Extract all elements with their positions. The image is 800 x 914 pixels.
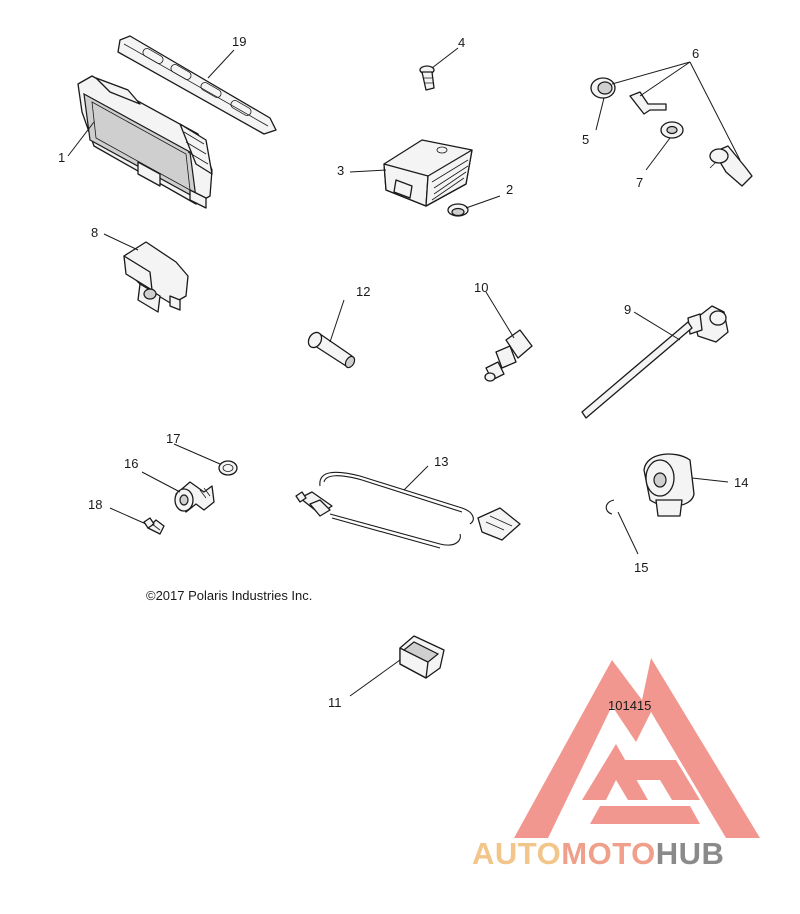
part-16-position-sensor bbox=[174, 481, 215, 513]
callout-11: 11 bbox=[328, 695, 342, 710]
part-5-cap bbox=[590, 77, 616, 99]
callout-18: 18 bbox=[88, 497, 102, 512]
callout-4: 4 bbox=[458, 35, 465, 50]
watermark-logo bbox=[514, 658, 760, 838]
part-17-o-ring bbox=[218, 460, 238, 476]
callout-6: 6 bbox=[692, 46, 699, 61]
copyright-notice: ©2017 Polaris Industries Inc. bbox=[146, 588, 312, 603]
callout-17: 17 bbox=[166, 431, 180, 446]
callout-13: 13 bbox=[434, 454, 448, 469]
part-9-probe-sensor bbox=[581, 305, 729, 419]
watermark-triangle-outer bbox=[514, 658, 760, 838]
part-15-clip bbox=[605, 499, 615, 515]
callout-8: 8 bbox=[91, 225, 98, 240]
part-3-module bbox=[383, 139, 473, 207]
part-14-knock-sensor bbox=[643, 453, 695, 517]
watermark-text-hub: HUB bbox=[656, 836, 725, 871]
part-1-ecu bbox=[77, 75, 213, 209]
callout-15: 15 bbox=[634, 560, 648, 575]
callout-2: 2 bbox=[506, 182, 513, 197]
watermark-g-curve bbox=[590, 806, 700, 824]
part-8-map-sensor bbox=[123, 241, 189, 313]
watermark-text: AUTOMOTOHUB bbox=[472, 836, 724, 871]
part-18-bolt bbox=[143, 517, 165, 535]
callout-19: 19 bbox=[232, 34, 246, 49]
part-13-harness bbox=[295, 471, 521, 549]
part-6-key bbox=[629, 91, 667, 115]
part-2-grommet bbox=[447, 203, 469, 217]
callout-5: 5 bbox=[582, 132, 589, 147]
part-19-bracket bbox=[117, 35, 277, 135]
figure-number: 101415 bbox=[608, 698, 651, 713]
part-10-temp-sensor bbox=[484, 329, 533, 382]
callout-16: 16 bbox=[124, 456, 138, 471]
callout-9: 9 bbox=[624, 302, 631, 317]
watermark-text-moto: MOTO bbox=[561, 836, 655, 871]
callout-10: 10 bbox=[474, 280, 488, 295]
callout-14: 14 bbox=[734, 475, 748, 490]
callout-1: 1 bbox=[58, 150, 65, 165]
part-12-cylinder bbox=[307, 331, 356, 369]
callout-3: 3 bbox=[337, 163, 344, 178]
watermark-text-auto: AUTO bbox=[472, 836, 561, 871]
part-7-washer bbox=[660, 121, 684, 139]
leader-lines bbox=[67, 47, 741, 697]
watermark-triangle-inner bbox=[582, 744, 700, 800]
part-4-screw bbox=[419, 65, 435, 91]
part-6-sensor bbox=[709, 145, 753, 187]
part-11-switch bbox=[399, 635, 445, 679]
callout-12: 12 bbox=[356, 284, 370, 299]
callout-7: 7 bbox=[636, 175, 643, 190]
